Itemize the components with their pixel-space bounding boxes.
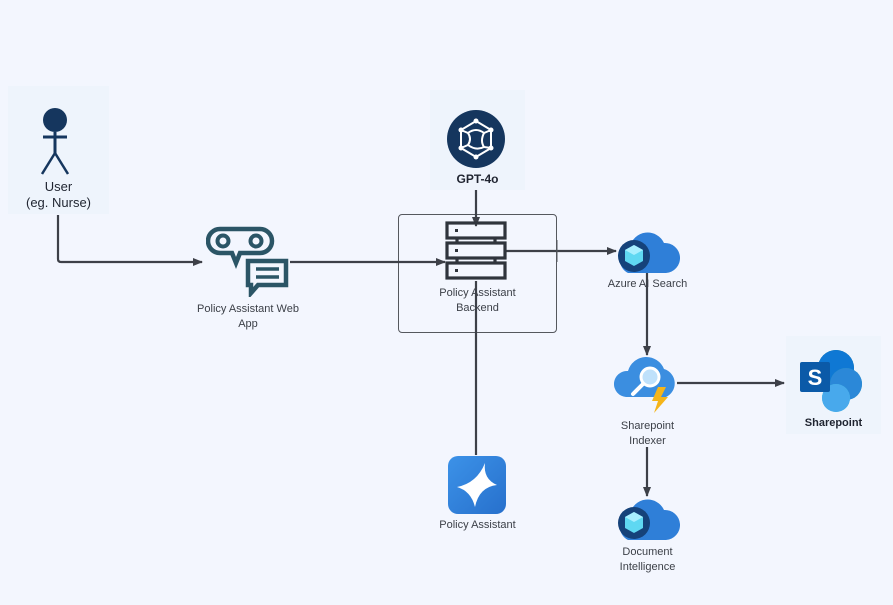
webapp-label-line2: App xyxy=(238,318,258,330)
backend-label: Policy Assistant Backend xyxy=(405,286,550,316)
sharepoint-logo-icon[interactable]: S xyxy=(798,348,864,414)
server-rack-icon[interactable] xyxy=(445,220,507,282)
user-label-line1: User xyxy=(44,179,73,194)
docintel-label-line2: Intelligence xyxy=(619,561,676,573)
assistant-label: Policy Assistant xyxy=(439,519,516,531)
openai-model-icon[interactable] xyxy=(446,109,506,169)
svg-text:S: S xyxy=(808,365,823,390)
user-label-line2: (eg. Nurse) xyxy=(25,195,92,210)
aisearch-label: Azure AI Search xyxy=(607,278,688,290)
azure-cognitive-search-icon[interactable] xyxy=(614,229,680,275)
user-label: User (eg. Nurse) xyxy=(8,179,109,211)
docintel-label: Document Intelligence xyxy=(595,545,700,575)
user-node-background xyxy=(8,86,109,214)
backend-label-line1: Policy Assistant xyxy=(439,287,516,299)
azure-cloud-cube-icon[interactable] xyxy=(614,496,680,542)
chat-bot-icon[interactable] xyxy=(206,225,292,297)
sparkle-icon[interactable] xyxy=(447,455,507,515)
webapp-label-line1: Policy Assistant Web xyxy=(197,303,299,315)
backend-container[interactable] xyxy=(398,214,557,333)
indexer-label: Sharepoint Indexer xyxy=(595,419,700,449)
indexer-label-line1: Sharepoint xyxy=(620,420,675,432)
webapp-label: Policy Assistant Web App xyxy=(178,302,318,332)
backend-label-line2: Backend xyxy=(456,302,499,314)
sharepoint-label: Sharepoint xyxy=(804,417,863,429)
search-cloud-lightning-icon[interactable] xyxy=(614,355,680,415)
docintel-label-line1: Document xyxy=(622,546,673,558)
edge-user-to-webapp[interactable] xyxy=(56,215,203,266)
indexer-label-line2: Indexer xyxy=(629,435,666,447)
user-stick-figure-icon[interactable] xyxy=(34,106,78,178)
gpt-label: GPT-4o xyxy=(456,172,499,186)
